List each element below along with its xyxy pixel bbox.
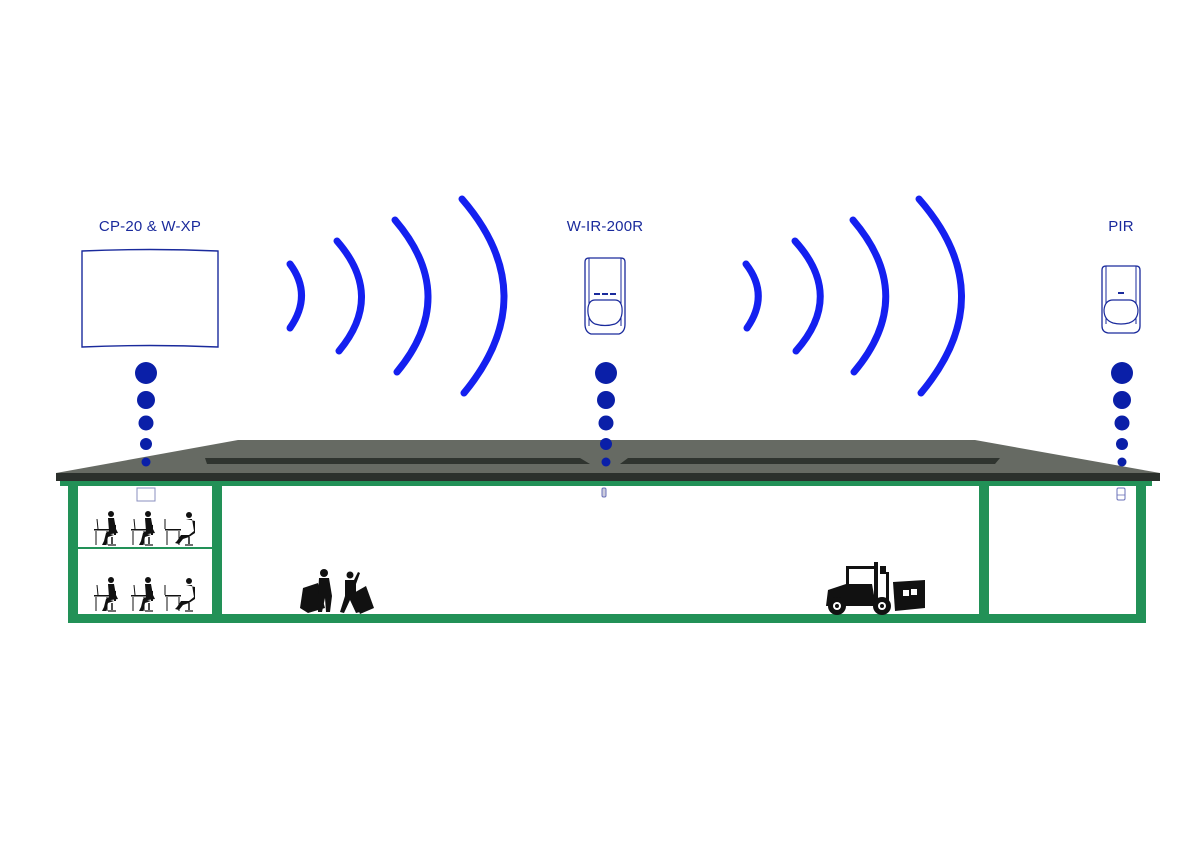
- connection-dots-pir: [1111, 362, 1133, 467]
- pir-mini-icon: [1116, 487, 1126, 501]
- pir-label: PIR: [1108, 218, 1134, 235]
- repeater-label: W-IR-200R: [566, 218, 644, 235]
- repeater-mini-icon: [601, 487, 607, 498]
- building-roof: [56, 440, 1160, 481]
- connection-dots-control-panel: [135, 362, 157, 467]
- control-panel-box-icon: [81, 248, 219, 348]
- forklift-icon: [826, 562, 925, 615]
- building-walls: [60, 481, 1152, 623]
- repeater-motion-detector-icon: [584, 257, 626, 335]
- wireless-signal-icon: [286, 195, 508, 397]
- control-panel-mini-icon: [136, 487, 156, 502]
- pir-motion-detector-icon: [1101, 265, 1141, 334]
- porters-with-carts-icon: [300, 569, 374, 614]
- control-panel-label: CP-20 & W-XP: [98, 218, 202, 235]
- connection-dots-repeater: [595, 362, 617, 467]
- office-workers-icon: [93, 510, 196, 612]
- wireless-signal-icon: [742, 195, 965, 397]
